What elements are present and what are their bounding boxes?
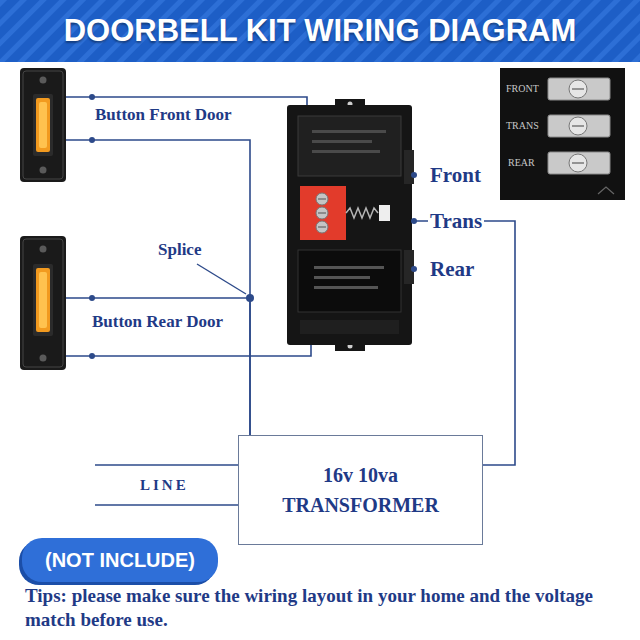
button-label: Button Front Door (93, 104, 234, 125)
header-band (0, 0, 640, 62)
wire (66, 298, 250, 435)
terminal-closeup (500, 68, 625, 200)
wire-dots (89, 94, 417, 359)
terminal-label: Front (428, 162, 483, 188)
note-pill: (NOT INCLUDE) (22, 538, 218, 582)
line-label: LINE (140, 476, 189, 495)
line-wires (95, 465, 238, 505)
chime-unit (287, 99, 414, 351)
splice-leader (197, 264, 246, 294)
door-button (20, 236, 66, 370)
terminal-engraving: TRANS (506, 119, 539, 132)
title-text: DOORBELL KIT WIRING DIAGRAM (0, 13, 640, 49)
terminal-label: Rear (428, 256, 476, 282)
terminal-engraving: REAR (508, 156, 535, 169)
wire (66, 345, 311, 356)
door-button (20, 68, 66, 182)
transformer-label: 16v 10va TRANSFORMER (271, 460, 451, 520)
chime-unit: FrontTransRear (287, 105, 412, 345)
terminal-engraving: FRONT (506, 82, 539, 95)
note-text: (NOT INCLUDE) (45, 548, 195, 572)
tips-note: Tips: please make sure the wiring layout… (25, 584, 625, 632)
terminal-label: Trans (428, 208, 484, 234)
transformer-box: 16v 10va TRANSFORMER (238, 435, 483, 545)
wire (66, 140, 250, 435)
door-button: Button Front Door (20, 68, 66, 182)
splice-label: Splice (158, 239, 201, 260)
door-button: Button Rear Door (20, 236, 66, 370)
button-label: Button Rear Door (90, 311, 225, 332)
wire (412, 221, 515, 465)
